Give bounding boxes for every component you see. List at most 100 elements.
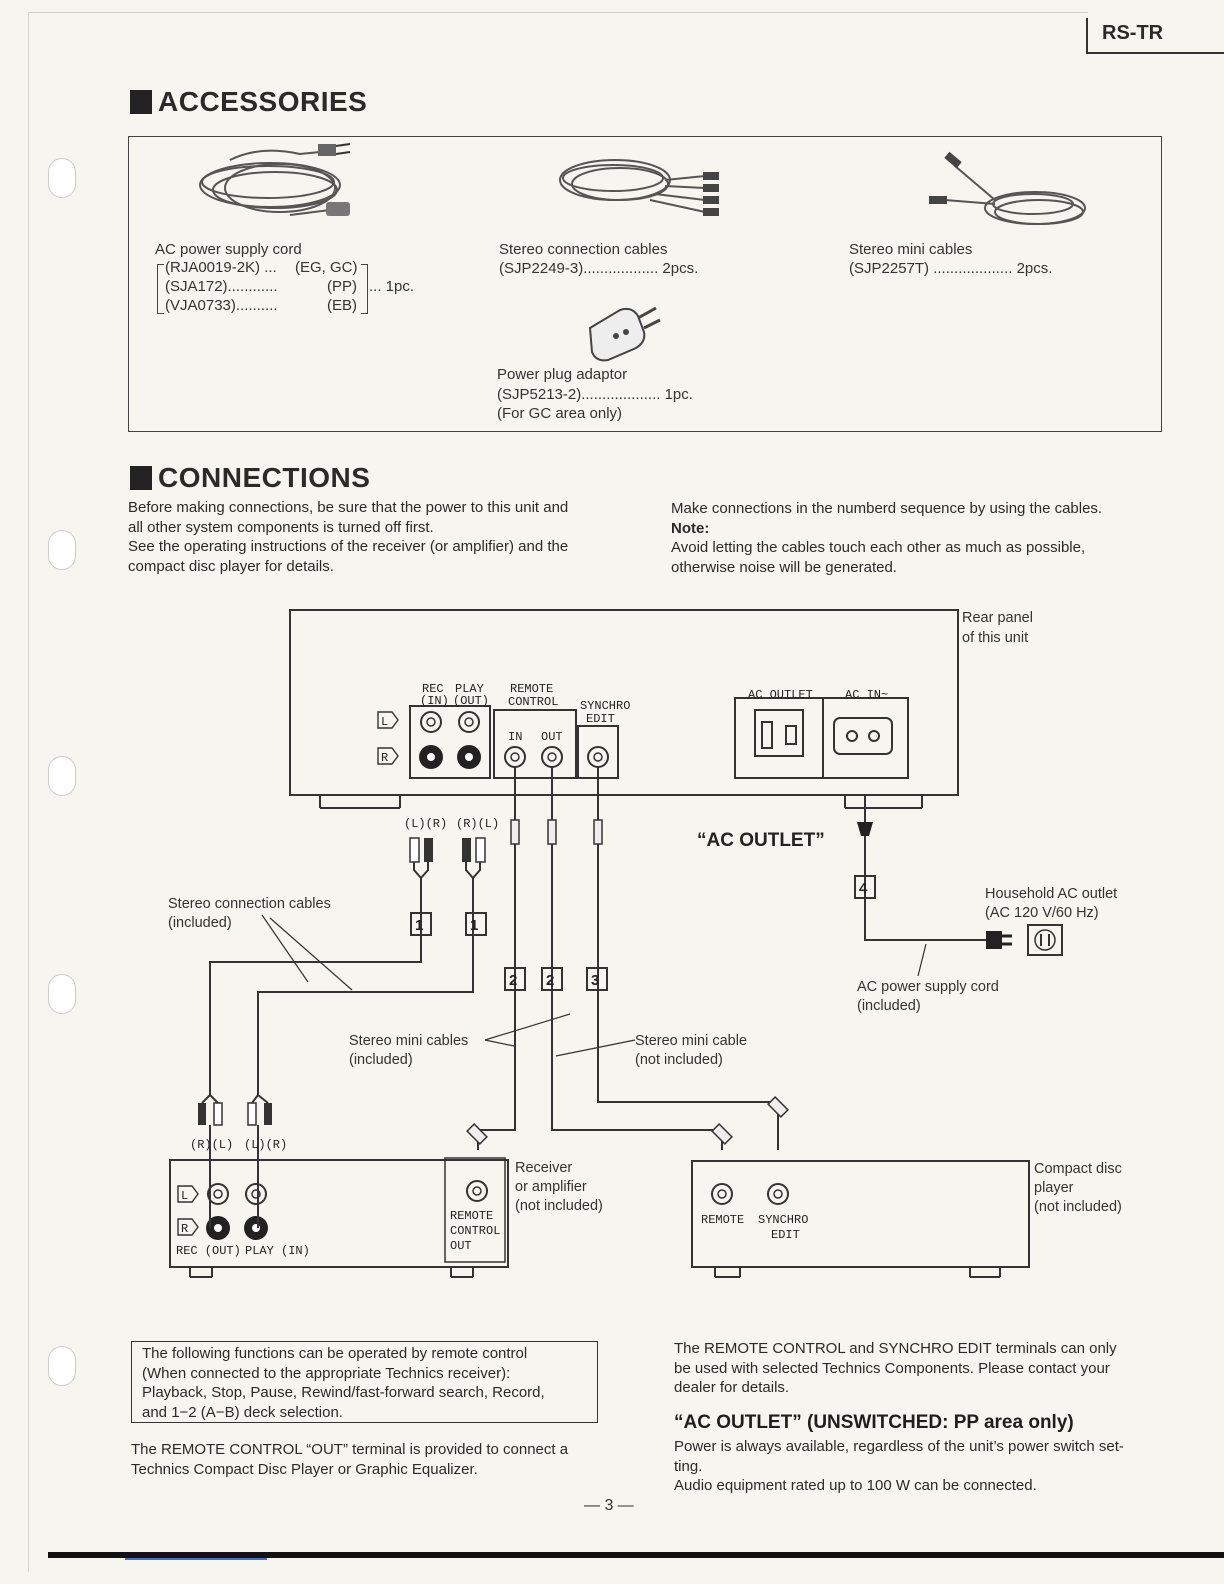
accessories-heading-text: ACCESSORIES bbox=[158, 86, 368, 117]
plug-adaptor-illustration bbox=[588, 306, 661, 362]
note-label: Note: bbox=[671, 519, 710, 537]
mini-cables-title: Stereo mini cables bbox=[849, 241, 973, 258]
remote-control-label: REMOTE bbox=[510, 682, 553, 696]
receiver-remote-out-jack[interactable] bbox=[466, 1180, 488, 1202]
rec-label: REC bbox=[422, 682, 444, 696]
svg-text:1: 1 bbox=[415, 917, 423, 934]
play-in-label: PLAY (IN) bbox=[245, 1244, 310, 1258]
receiver-outline bbox=[169, 1159, 509, 1268]
punch-hole bbox=[48, 974, 76, 1014]
box-line: The following functions can be operated … bbox=[142, 1345, 528, 1362]
accessories-box bbox=[128, 136, 1162, 432]
rl-label: (R)(L) bbox=[456, 817, 499, 831]
rec-l-jack[interactable] bbox=[420, 711, 442, 733]
svg-text:R: R bbox=[381, 751, 388, 765]
cd-synchro-label: SYNCHRO bbox=[758, 1213, 808, 1227]
note-line: The REMOTE CONTROL and SYNCHRO EDIT term… bbox=[674, 1340, 1117, 1357]
svg-text:2: 2 bbox=[546, 972, 554, 989]
remote-out-note: The REMOTE CONTROL “OUT” terminal is pro… bbox=[131, 1440, 611, 1479]
stereo-conn-cables-label: Stereo connection cables bbox=[168, 896, 331, 912]
receiver-rl-label: (R)(L) bbox=[190, 1138, 233, 1152]
remote-in-jack[interactable] bbox=[504, 746, 526, 768]
page-edge bbox=[28, 12, 1088, 13]
ac-cord-part-row: (SJA172)............ bbox=[165, 278, 278, 295]
household-outlet-icon bbox=[1027, 924, 1063, 956]
stereo-mini-cables-label: Stereo mini cables bbox=[349, 1033, 468, 1049]
intro-line: Make connections in the numberd sequence… bbox=[671, 500, 1103, 517]
play-l-jack[interactable] bbox=[458, 711, 480, 733]
note-line: Power is always available, regardless of… bbox=[674, 1438, 1124, 1455]
brace-right bbox=[361, 264, 368, 314]
remote-out-label: OUT bbox=[541, 730, 563, 744]
mini-cables-illustration bbox=[929, 151, 1086, 225]
stereo-cables-illustration bbox=[559, 159, 719, 216]
accessories-heading: ACCESSORIES bbox=[130, 86, 367, 118]
svg-text:L: L bbox=[381, 715, 388, 729]
note-line: ting. bbox=[674, 1457, 703, 1475]
household-outlet-label: (AC 120 V/60 Hz) bbox=[985, 905, 1099, 921]
receiver-label: (not included) bbox=[515, 1198, 603, 1214]
rec-label: (IN) bbox=[420, 694, 449, 708]
ac-cord-diagram-label: (included) bbox=[857, 998, 921, 1014]
box-line: (When connected to the appropriate Techn… bbox=[142, 1364, 511, 1382]
ac-in-socket[interactable] bbox=[822, 697, 909, 779]
punch-hole bbox=[48, 756, 76, 796]
remote-control-out-label: CONTROL bbox=[450, 1224, 500, 1238]
box-line: and 1−2 (A−B) deck selection. bbox=[142, 1403, 343, 1421]
punch-hole bbox=[48, 1346, 76, 1386]
cd-remote-jack[interactable] bbox=[711, 1183, 733, 1205]
rec-out-label: REC (OUT) bbox=[176, 1244, 241, 1258]
receiver-r-marker: R bbox=[177, 1218, 199, 1236]
remote-out-jack[interactable] bbox=[541, 746, 563, 768]
svg-text:1: 1 bbox=[470, 917, 478, 934]
punch-hole bbox=[48, 158, 76, 198]
svg-text:L: L bbox=[181, 1189, 188, 1203]
plug-adaptor-title: Power plug adaptor bbox=[497, 366, 628, 383]
plug-adaptor-note: (For GC area only) bbox=[497, 405, 623, 422]
plug-adaptor-part: (SJP5213-2)................... 1pc. bbox=[497, 386, 693, 403]
cd-player-label: Compact disc bbox=[1034, 1161, 1122, 1177]
receiver-lr-label: (L)(R) bbox=[244, 1138, 287, 1152]
rear-panel-outline bbox=[289, 609, 959, 796]
note-line: Technics Compact Disc Player or Graphic … bbox=[131, 1460, 478, 1478]
stereo-mini-cables-label: (included) bbox=[349, 1052, 413, 1068]
ac-outlet-text: Power is always available, regardless of… bbox=[674, 1437, 1154, 1496]
page-number: — 3 — bbox=[584, 1497, 634, 1514]
connections-heading: CONNECTIONS bbox=[130, 462, 370, 494]
connections-intro-left: Before making connections, be sure that … bbox=[128, 498, 608, 576]
step-1-badge: 1 bbox=[465, 912, 487, 936]
punch-hole bbox=[48, 530, 76, 570]
svg-text:2: 2 bbox=[509, 972, 517, 989]
ac-outlet-callout: “AC OUTLET” bbox=[697, 830, 825, 851]
ac-cord-parts: (RJA0019-2K) ... (EG, GC) (SJA172)......… bbox=[155, 258, 377, 316]
connections-heading-text: CONNECTIONS bbox=[158, 462, 371, 493]
note-line: Audio equipment rated up to 100 W can be… bbox=[674, 1477, 1037, 1494]
cd-player-outline bbox=[691, 1160, 1030, 1268]
step-3-badge: 3 bbox=[586, 967, 608, 991]
stereo-cables-title: Stereo connection cables bbox=[499, 241, 668, 258]
intro-line: See the operating instructions of the re… bbox=[128, 538, 569, 555]
ac-cord-part-row: (VJA0733).......... bbox=[165, 297, 278, 314]
brace-left bbox=[157, 264, 164, 314]
lr-label: (L)(R) bbox=[404, 817, 447, 831]
cd-synchro-jack[interactable] bbox=[767, 1183, 789, 1205]
footer-link[interactable] bbox=[125, 1558, 267, 1560]
ac-cord-region: (PP) bbox=[327, 278, 357, 295]
receiver-play-l-jack[interactable] bbox=[245, 1183, 267, 1205]
intro-line: Before making connections, be sure that … bbox=[128, 499, 569, 516]
model-tag: RS-TR bbox=[1086, 18, 1224, 54]
receiver-rec-l-jack[interactable] bbox=[207, 1183, 229, 1205]
ac-cord-qty: ... 1pc. bbox=[369, 278, 415, 295]
channel-l-marker: L bbox=[377, 711, 399, 729]
remote-control-out-label: OUT bbox=[450, 1239, 472, 1253]
ac-cord-part-row: (RJA0019-2K) ... bbox=[165, 259, 277, 276]
footer-rule bbox=[48, 1552, 1224, 1558]
ac-cord-illustration bbox=[199, 143, 351, 216]
synchro-edit-jack[interactable] bbox=[587, 746, 609, 768]
step-4-badge: 4 bbox=[854, 875, 876, 899]
stereo-mini-cable-label: (not included) bbox=[635, 1052, 723, 1068]
note-line: be used with selected Technics Component… bbox=[674, 1359, 1110, 1377]
note-line: otherwise noise will be generated. bbox=[671, 558, 897, 576]
remote-functions-box: The following functions can be operated … bbox=[131, 1341, 598, 1423]
